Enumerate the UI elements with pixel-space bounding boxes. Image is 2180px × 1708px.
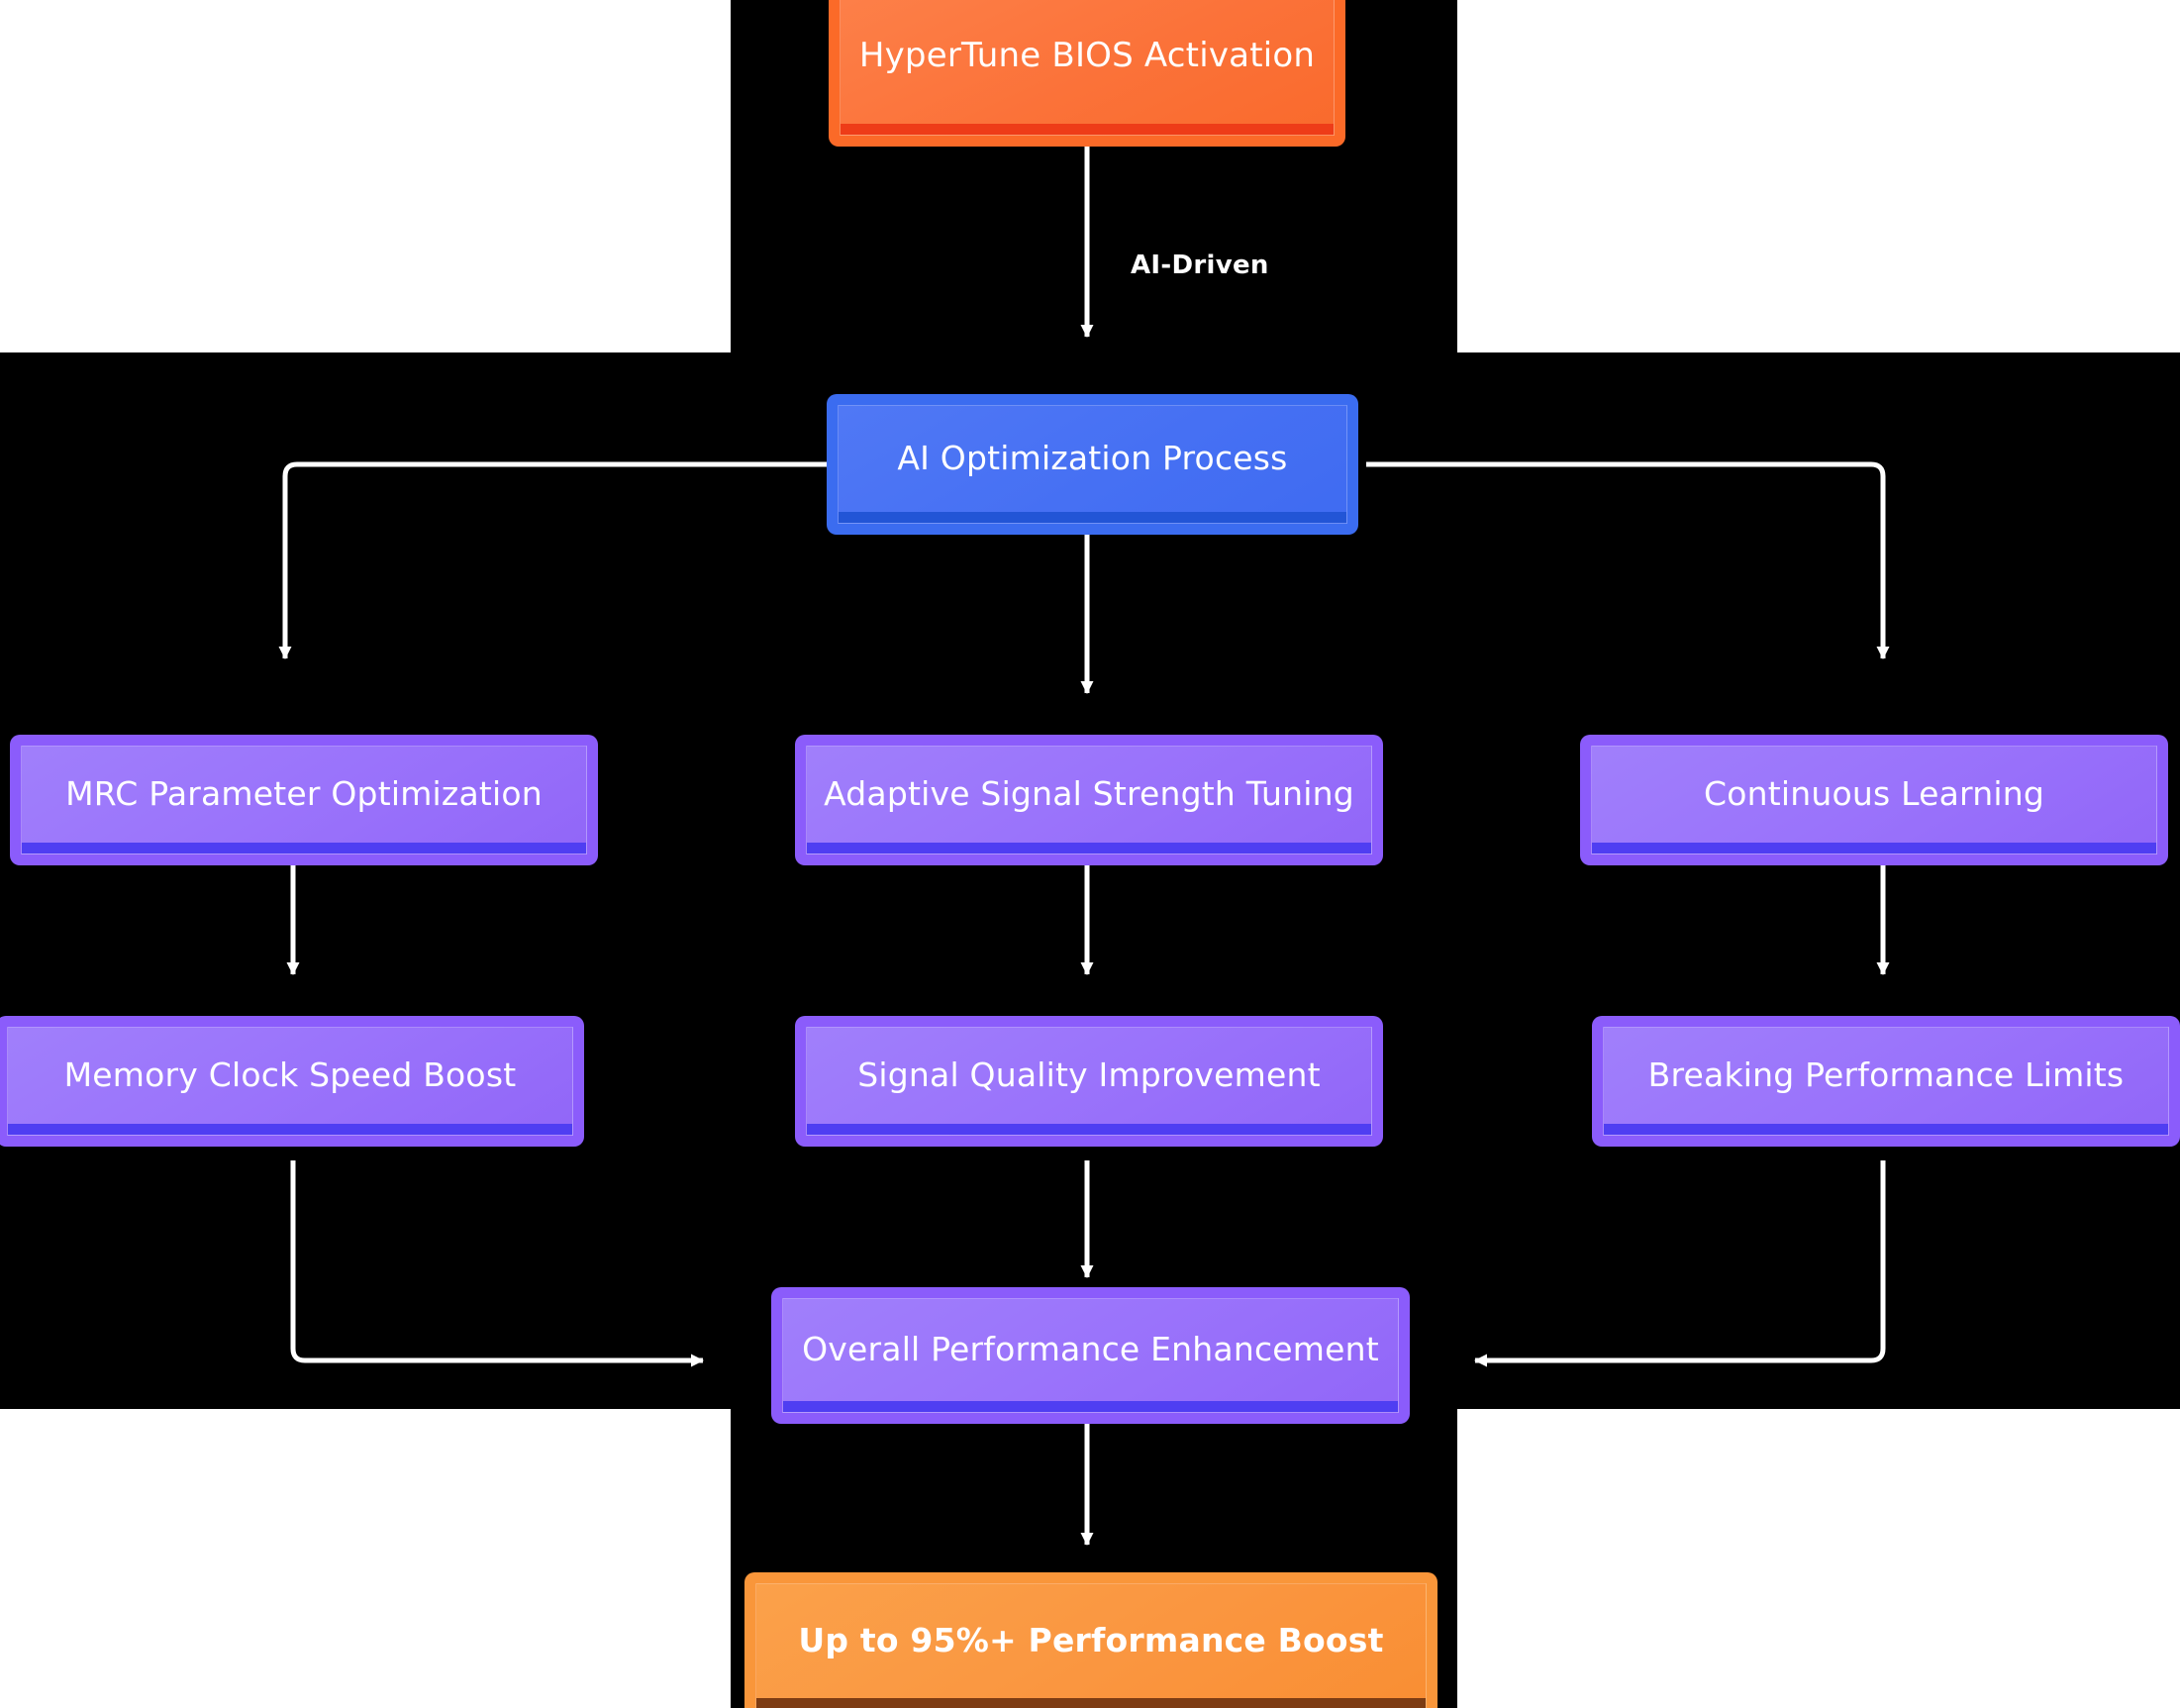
node-label: Overall Performance Enhancement — [802, 1330, 1379, 1369]
node-accent-bar — [807, 1124, 1371, 1135]
node-label: Memory Clock Speed Boost — [63, 1055, 517, 1095]
node-inner-panel: AI Optimization Process — [838, 405, 1347, 524]
node-overall-performance-enhancement[interactable]: Overall Performance Enhancement — [771, 1287, 1410, 1424]
node-inner-panel: Continuous Learning — [1591, 746, 2157, 854]
node-label: MRC Parameter Optimization — [65, 774, 543, 814]
edge-label-ai-driven: AI-Driven — [1131, 251, 1269, 280]
node-accent-bar — [22, 843, 586, 854]
node-memory-clock-speed-boost[interactable]: Memory Clock Speed Boost — [0, 1016, 584, 1147]
node-breaking-performance-limits[interactable]: Breaking Performance Limits — [1592, 1016, 2180, 1147]
node-continuous-learning[interactable]: Continuous Learning — [1580, 735, 2168, 865]
node-label: Up to 95%+ Performance Boost — [798, 1621, 1384, 1660]
node-accent-bar — [1592, 843, 2156, 854]
node-accent-bar — [783, 1401, 1398, 1412]
node-signal-quality-improvement[interactable]: Signal Quality Improvement — [795, 1016, 1383, 1147]
node-inner-panel: Signal Quality Improvement — [806, 1027, 1372, 1136]
node-label: AI Optimization Process — [897, 439, 1288, 478]
node-inner-panel: Breaking Performance Limits — [1603, 1027, 2169, 1136]
node-label: HyperTune BIOS Activation — [858, 36, 1316, 76]
node-inner-panel: Up to 95%+ Performance Boost — [755, 1583, 1427, 1708]
node-accent-bar — [8, 1124, 572, 1135]
node-mrc-parameter-optimization[interactable]: MRC Parameter Optimization — [10, 735, 598, 865]
node-ai-optimization-process[interactable]: AI Optimization Process — [827, 394, 1358, 535]
node-inner-panel: MRC Parameter Optimization — [21, 746, 587, 854]
node-label: Continuous Learning — [1704, 774, 2044, 814]
node-performance-boost-result[interactable]: Up to 95%+ Performance Boost — [744, 1572, 1437, 1708]
node-accent-bar — [756, 1698, 1426, 1708]
node-accent-bar — [807, 843, 1371, 854]
node-accent-bar — [839, 512, 1346, 523]
node-accent-bar — [841, 124, 1334, 135]
node-label: Signal Quality Improvement — [857, 1055, 1321, 1095]
node-inner-panel: Memory Clock Speed Boost — [7, 1027, 573, 1136]
node-inner-panel: Overall Performance Enhancement — [782, 1298, 1399, 1413]
node-inner-panel: Adaptive Signal Strength Tuning — [806, 746, 1372, 854]
node-accent-bar — [1604, 1124, 2168, 1135]
node-label: Adaptive Signal Strength Tuning — [824, 774, 1354, 814]
node-hypertune-bios-activation[interactable]: HyperTune BIOS Activation — [829, 0, 1345, 147]
node-inner-panel: HyperTune BIOS Activation — [840, 0, 1335, 136]
node-label: Breaking Performance Limits — [1647, 1055, 2125, 1095]
node-adaptive-signal-strength-tuning[interactable]: Adaptive Signal Strength Tuning — [795, 735, 1383, 865]
